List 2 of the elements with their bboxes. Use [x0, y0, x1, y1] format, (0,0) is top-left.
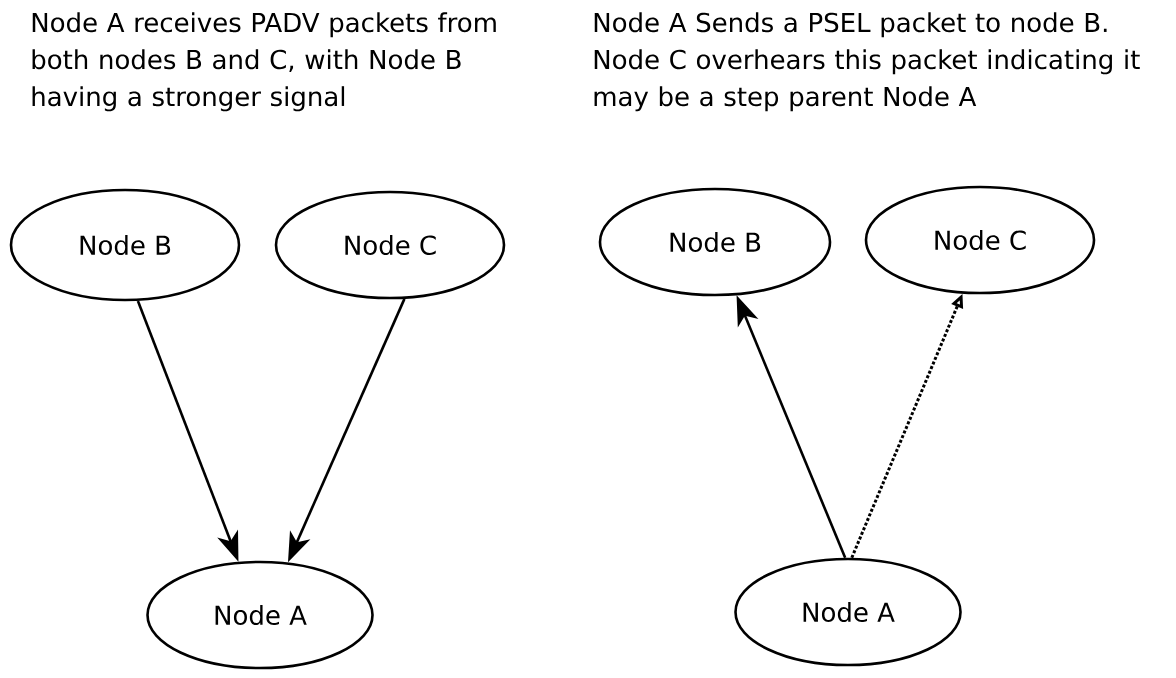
- description-text: Node A Sends a PSEL packet to node B. Node C overhears this packet indicating it may be a step parent Node A: [594, 12, 1140, 112]
- description-text: Node A receives PADV packets from both nodes B and C, with Node B having a stronger signal: [32, 12, 496, 112]
